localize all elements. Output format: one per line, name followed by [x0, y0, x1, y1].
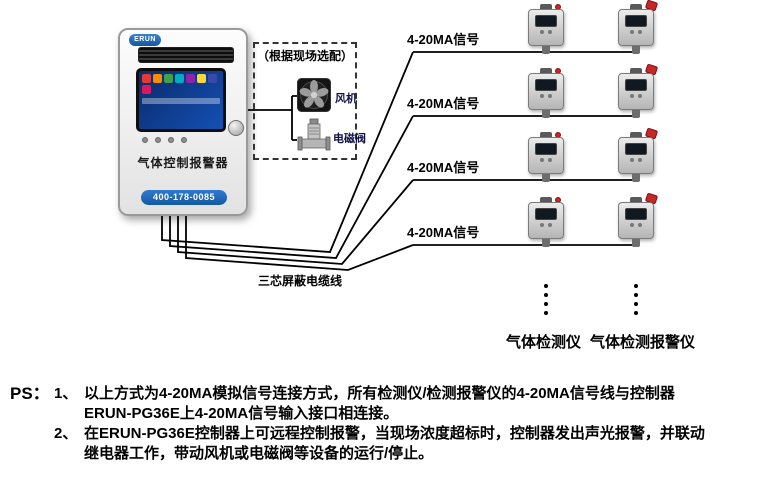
note-1-text-line2: ERUN-PG36E上4-20MA信号输入接口相连接。: [84, 405, 399, 422]
note-line: ERUN-PG36E上4-20MA信号输入接口相连接。: [84, 404, 755, 424]
gas-alarm-controller: ERUN 气体控制报警器 400-178-0085: [118, 28, 248, 216]
solenoid-valve-icon: [297, 118, 331, 152]
signal-label-row2: 4-20MA信号: [407, 96, 480, 111]
detector-body: [528, 137, 564, 174]
note-number-1: 1、: [54, 385, 78, 402]
detector-body: [528, 73, 564, 110]
cable-row4: [185, 216, 414, 271]
sensor-cap: [630, 197, 642, 203]
gas-alarm-detector: [618, 63, 659, 118]
gas-alarm-detector: [618, 0, 659, 54]
detector-body: [618, 202, 654, 239]
gas-detector: [528, 68, 564, 118]
detector-buttons: [619, 223, 653, 227]
controller-name-label: 气体控制报警器: [137, 156, 229, 170]
sensor-cap: [630, 4, 642, 10]
detector-buttons: [529, 223, 563, 227]
power-knob: [228, 120, 244, 136]
sensor-probe: [542, 110, 550, 118]
detector-display: [625, 143, 647, 155]
detector-buttons: [619, 30, 653, 34]
valve-label: 电磁阀: [333, 133, 366, 145]
optional-equipment-box: （根据现场选配） 风机: [253, 42, 366, 160]
detector-display: [625, 15, 647, 27]
optional-box-title: （根据现场选配）: [256, 49, 353, 63]
detector-display: [535, 15, 557, 27]
sensor-probe: [632, 110, 640, 118]
cable-row1: [161, 51, 414, 253]
detector-display: [535, 143, 557, 155]
gas-alarm-detector: [618, 127, 659, 182]
sensor-cap: [630, 132, 642, 138]
detector-body: [528, 202, 564, 239]
notes-block: PS：1、以上方式为4-20MA模拟信号连接方式，所有检测仪/检测报警仪的4-2…: [10, 384, 755, 464]
sensor-cap: [540, 4, 552, 10]
gas-detector: [528, 4, 564, 54]
sensor-probe: [542, 46, 550, 54]
detector-display: [625, 79, 647, 91]
more-detectors-dots: [544, 284, 548, 315]
detector-buttons: [529, 30, 563, 34]
sensor-probe: [632, 239, 640, 247]
detector-body: [528, 9, 564, 46]
more-alarm-detectors-dots: [634, 284, 638, 315]
fan-label: 风机: [335, 93, 357, 105]
detector-body: [618, 137, 654, 174]
controller-screen: [139, 71, 223, 129]
detector-buttons: [619, 94, 653, 98]
sensor-probe: [632, 174, 640, 182]
detector-body: [618, 73, 654, 110]
detector-column-label: 气体检测仪: [506, 334, 582, 351]
note-number-2: 2、: [54, 425, 78, 442]
signal-label-row1: 4-20MA信号: [407, 32, 480, 47]
sensor-probe: [632, 46, 640, 54]
link-optional-equipment: [248, 95, 297, 141]
signal-label-row4: 4-20MA信号: [407, 225, 480, 240]
sensor-probe: [542, 239, 550, 247]
note-line: 2、在ERUN-PG36E控制器上可远程控制报警，当现场浓度超标时，控制器发出声…: [54, 424, 755, 444]
note-2-text-line1: 在ERUN-PG36E控制器上可远程控制报警，当现场浓度超标时，控制器发出声光报…: [84, 425, 705, 442]
screen-status-bar: [142, 98, 220, 104]
detector-display: [535, 79, 557, 91]
gas-detector: [528, 132, 564, 182]
detector-buttons: [529, 158, 563, 162]
detector-body: [618, 9, 654, 46]
brand-logo: ERUN: [129, 34, 161, 46]
screen-bezel: [136, 68, 226, 132]
fan-icon: [297, 78, 331, 112]
alarm-detector-column-label: 气体检测报警仪: [590, 334, 696, 351]
sensor-cap: [630, 68, 642, 74]
detector-buttons: [529, 94, 563, 98]
hotline-badge: 400-178-0085: [141, 190, 227, 205]
speaker-grille: [138, 47, 234, 63]
cable-row2: [169, 115, 414, 259]
function-buttons: [142, 137, 187, 143]
detector-display: [535, 208, 557, 220]
cable-row3: [177, 179, 414, 265]
sensor-cap: [540, 132, 552, 138]
cable-label: 三芯屏蔽电缆线: [258, 274, 343, 288]
sensor-cap: [540, 68, 552, 74]
note-2-text-line2: 继电器工作，带动风机或电磁阀等设备的运行/停止。: [84, 445, 434, 462]
note-line: PS：1、以上方式为4-20MA模拟信号连接方式，所有检测仪/检测报警仪的4-2…: [10, 384, 755, 404]
sensor-cap: [540, 197, 552, 203]
gas-alarm-detector: [618, 192, 659, 247]
detector-display: [625, 208, 647, 220]
notes-prefix: PS：: [10, 384, 50, 403]
note-1-text-line1: 以上方式为4-20MA模拟信号连接方式，所有检测仪/检测报警仪的4-20MA信号…: [84, 385, 675, 402]
gas-detector: [528, 197, 564, 247]
sensor-probe: [542, 174, 550, 182]
detector-buttons: [619, 158, 653, 162]
signal-label-row3: 4-20MA信号: [407, 160, 480, 175]
note-line: 继电器工作，带动风机或电磁阀等设备的运行/停止。: [84, 444, 755, 464]
